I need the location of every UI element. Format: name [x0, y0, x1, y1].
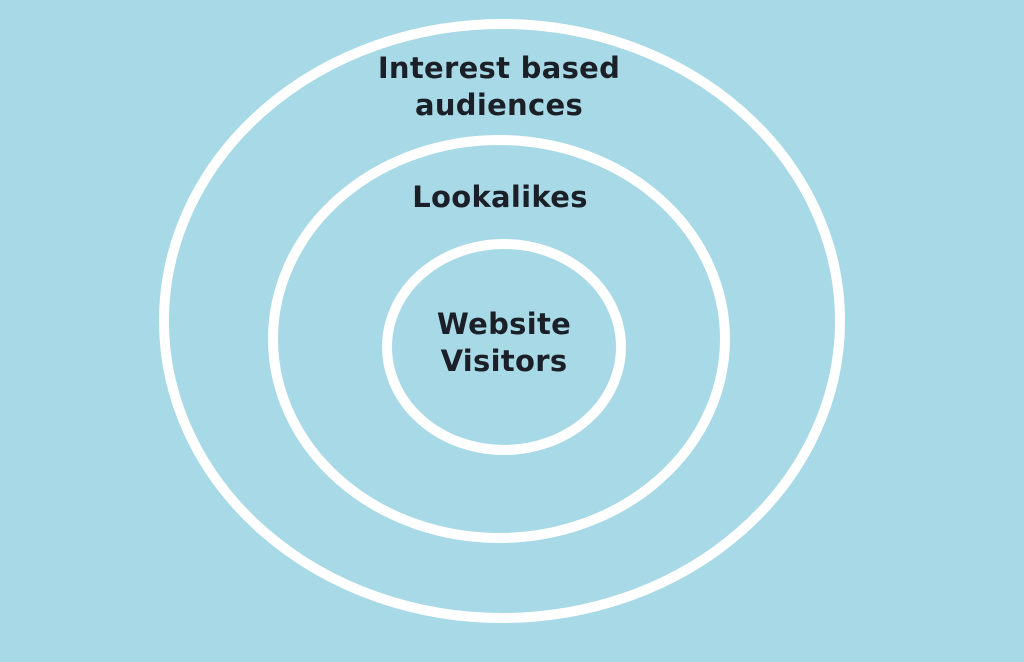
middle-ring-label: Lookalikes [350, 179, 650, 216]
middle-ring [268, 135, 730, 543]
outer-ring [159, 19, 845, 623]
inner-ring-label-line-1: Website [436, 307, 572, 341]
inner-ring [382, 239, 626, 455]
outer-ring-label-line-1: Interest based [377, 51, 621, 85]
outer-ring-label-line-2: audiences [414, 88, 584, 122]
inner-ring-label: Website Visitors [354, 306, 654, 380]
inner-ring-label-line-2: Visitors [440, 344, 568, 378]
outer-ring-label: Interest based audiences [349, 50, 649, 124]
middle-ring-label-line-1: Lookalikes [412, 180, 588, 214]
